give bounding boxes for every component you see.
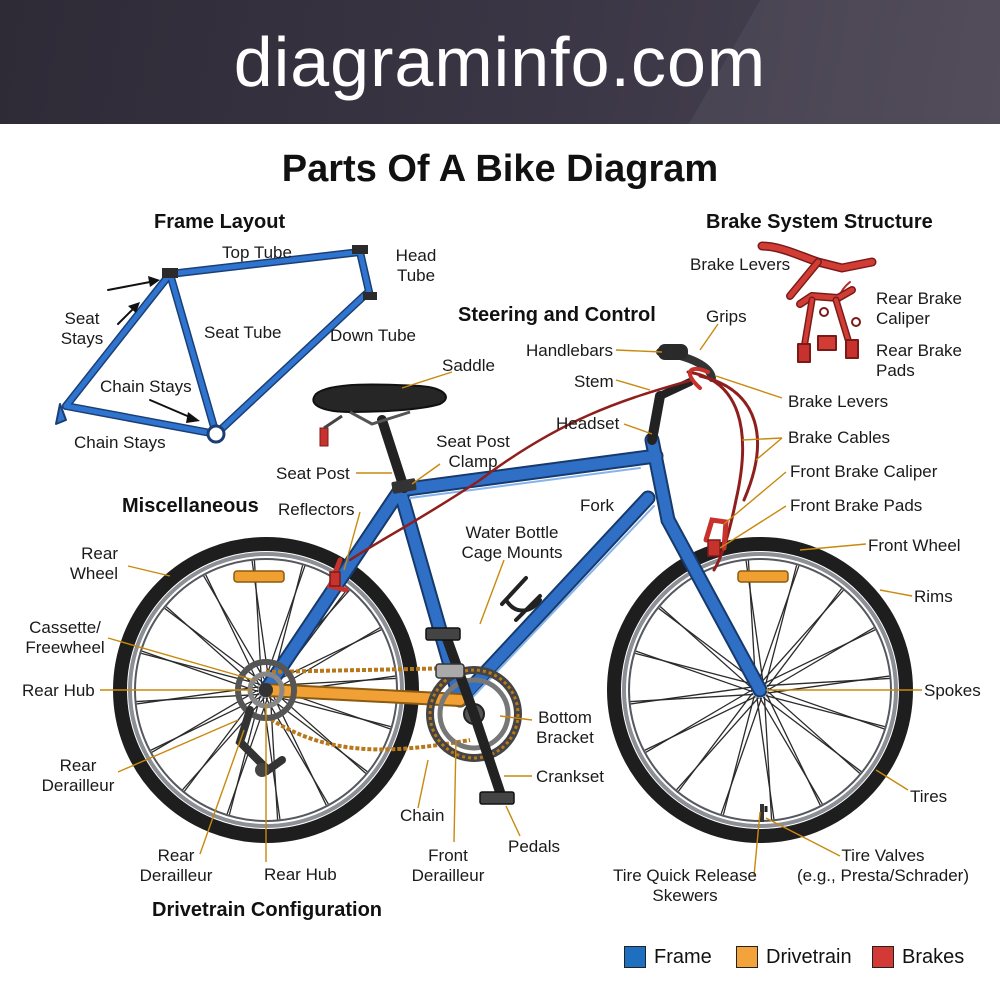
bike-frame <box>258 432 768 708</box>
brake-system-drawing <box>757 241 877 363</box>
site-banner: diagraminfo.com <box>0 0 1000 124</box>
label-handlebars: Handlebars <box>526 341 613 360</box>
label-crankset: Crankset <box>536 767 605 786</box>
leader-lines <box>100 323 922 877</box>
label-down-tube: Down Tube <box>330 326 416 345</box>
legend-label-drivetrain: Drivetrain <box>766 945 852 968</box>
label-bottom-bracket: Bottom Bracket <box>536 708 594 747</box>
spoke <box>644 696 756 751</box>
label-tire-valves: Tire Valves (e.g., Presta/Schrader) <box>797 846 969 885</box>
spoke <box>757 565 800 683</box>
spoke <box>767 687 885 730</box>
frame-layout-drawing <box>55 245 377 444</box>
label-rear-derailleur-bottom: Rear Derailleur <box>139 846 213 885</box>
spoke <box>766 677 890 687</box>
legend-swatch-brakes <box>872 946 894 968</box>
label-reflectors: Reflectors <box>278 500 355 519</box>
label-seat-post: Seat Post <box>276 464 350 483</box>
spoke <box>761 589 844 683</box>
label-stem: Stem <box>574 372 614 391</box>
spoke <box>659 606 753 689</box>
label-brake-levers-inset: Brake Levers <box>690 255 791 274</box>
label-rear-brake-caliper: Rear Brake Caliper <box>876 289 962 328</box>
spoke <box>645 689 753 753</box>
label-front-brake-caliper: Front Brake Caliper <box>790 462 938 481</box>
spoke <box>767 691 861 774</box>
spoke <box>766 694 821 806</box>
label-tires: Tires <box>910 787 948 806</box>
label-head-tube: Head Tube <box>395 246 437 285</box>
spoke <box>635 652 755 685</box>
label-seat-post-clamp: Seat Post Clamp <box>436 432 510 471</box>
legend-frame: Frame <box>624 944 712 970</box>
legend-brakes: Brakes <box>872 944 964 970</box>
label-front-derailleur: Front Derailleur <box>411 846 485 885</box>
label-rims: Rims <box>914 587 953 606</box>
label-front-brake-pads: Front Brake Pads <box>790 496 923 515</box>
spoke <box>722 695 755 815</box>
label-rear-brake-pads: Rear Brake Pads <box>876 341 962 380</box>
page-title: Parts Of A Bike Diagram <box>281 148 719 190</box>
frame-layout-heading: Frame Layout <box>154 211 286 233</box>
label-chain-stays-lower: Chain Stays <box>74 433 166 452</box>
label-brake-cables: Brake Cables <box>788 428 891 447</box>
spoke <box>764 629 876 684</box>
spoke <box>766 588 843 688</box>
spoke <box>676 697 759 791</box>
label-rear-derailleur-side: Rear Derailleur <box>41 756 115 795</box>
spoke <box>630 693 754 703</box>
legend-swatch-drivetrain <box>736 946 758 968</box>
spoke <box>763 696 773 820</box>
label-saddle: Saddle <box>442 356 495 375</box>
label-seat-stays: Seat Stays <box>60 309 104 348</box>
spoke <box>765 565 798 685</box>
spoke <box>767 627 875 691</box>
miscellaneous-heading: Miscellaneous <box>122 495 259 517</box>
brake-system-heading: Brake System Structure <box>706 211 933 233</box>
spoke <box>658 607 758 684</box>
label-fork: Fork <box>580 496 614 515</box>
drivetrain-heading: Drivetrain Configuration <box>152 899 383 921</box>
legend-drivetrain: Drivetrain <box>736 944 852 970</box>
spoke <box>759 697 823 805</box>
label-headset: Headset <box>556 414 620 433</box>
legend-label-frame: Frame <box>654 945 712 968</box>
label-grips: Grips <box>706 307 747 326</box>
label-seat-tube: Seat Tube <box>204 323 282 342</box>
saddle-and-seatpost <box>312 383 447 494</box>
label-tire-quick-release-skewers: Tire Quick Release Skewers <box>613 866 757 905</box>
spoke <box>677 692 754 792</box>
spoke <box>765 695 885 728</box>
label-top-tube: Top Tube <box>222 243 292 262</box>
label-water-bottle-cage-mounts: Water Bottle Cage Mounts <box>461 523 563 562</box>
cockpit <box>326 344 759 593</box>
label-rear-hub-side: Rear Hub <box>22 681 95 700</box>
spoke <box>756 697 775 820</box>
legend-label-brakes: Brakes <box>902 945 965 968</box>
spoke <box>635 650 753 693</box>
site-name: diagraminfo.com <box>233 23 767 101</box>
label-spokes: Spokes <box>924 681 981 700</box>
label-rear-wheel: Rear Wheel <box>69 544 118 583</box>
label-brake-levers: Brake Levers <box>788 392 889 411</box>
spoke <box>720 697 763 815</box>
spoke <box>630 686 753 705</box>
label-rear-hub-bottom: Rear Hub <box>264 865 337 884</box>
label-cassette-freewheel: Cassette/ Freewheel <box>25 618 105 657</box>
spoke <box>762 696 862 773</box>
label-front-wheel: Front Wheel <box>868 536 961 555</box>
steering-heading: Steering and Control <box>458 304 656 326</box>
legend-swatch-frame <box>624 946 646 968</box>
label-pedals: Pedals <box>508 837 560 856</box>
front-wheel <box>607 537 913 843</box>
label-chain: Chain <box>400 806 445 825</box>
label-chain-stays-upper: Chain Stays <box>100 377 192 396</box>
